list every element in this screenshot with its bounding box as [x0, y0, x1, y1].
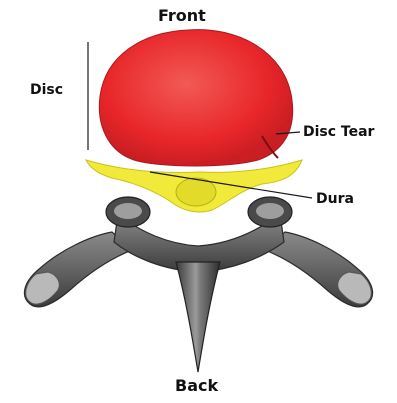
- disc-body: [99, 30, 292, 166]
- label-back: Back: [175, 376, 218, 395]
- label-front: Front: [158, 6, 206, 25]
- intervertebral-disc: [99, 30, 292, 166]
- spinous-process: [176, 262, 220, 372]
- label-disc: Disc: [30, 82, 63, 98]
- right-facet-inner: [256, 203, 284, 219]
- label-dura: Dura: [316, 191, 354, 207]
- label-disc-tear: Disc Tear: [303, 124, 374, 140]
- left-facet-inner: [114, 203, 142, 219]
- vertebral-arch: [24, 197, 372, 372]
